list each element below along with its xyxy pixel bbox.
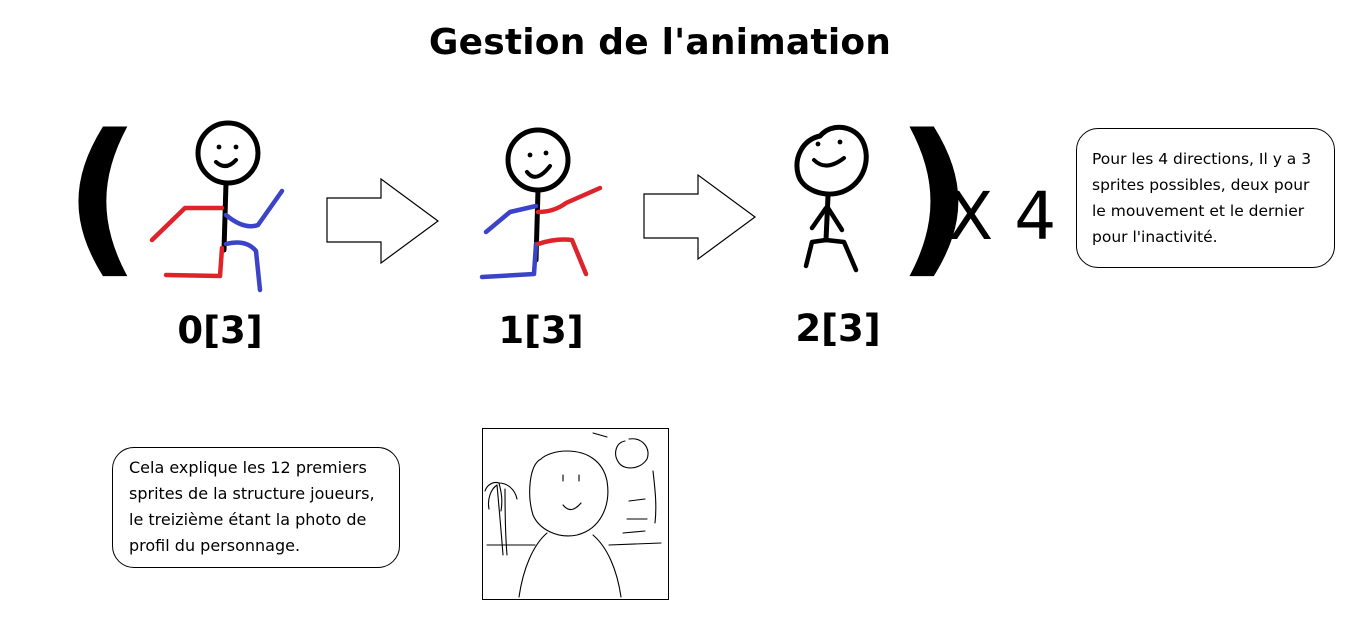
- close-bracket: ): [896, 98, 973, 294]
- arrow-right-icon: [643, 173, 757, 261]
- frame-label-1: 1[3]: [498, 309, 584, 352]
- frame-label-0: 0[3]: [177, 309, 263, 352]
- profile-note: Cela explique les 12 premiers sprites de…: [112, 447, 400, 568]
- frame-label-2: 2[3]: [795, 307, 881, 350]
- profile-photo: [482, 428, 669, 600]
- sprite-frame-2-icon: [794, 124, 869, 273]
- page-title: Gestion de l'animation: [428, 22, 892, 63]
- open-bracket: (: [64, 98, 141, 294]
- directions-note: Pour les 4 directions, Il y a 3 sprites …: [1076, 128, 1335, 268]
- arrow-right-icon: [326, 177, 440, 265]
- profile-sketch-icon: [484, 432, 662, 598]
- sprite-frame-1-icon: [479, 127, 603, 280]
- multiplier-label: X 4: [948, 178, 1057, 255]
- sprite-frame-0-icon: [149, 120, 285, 293]
